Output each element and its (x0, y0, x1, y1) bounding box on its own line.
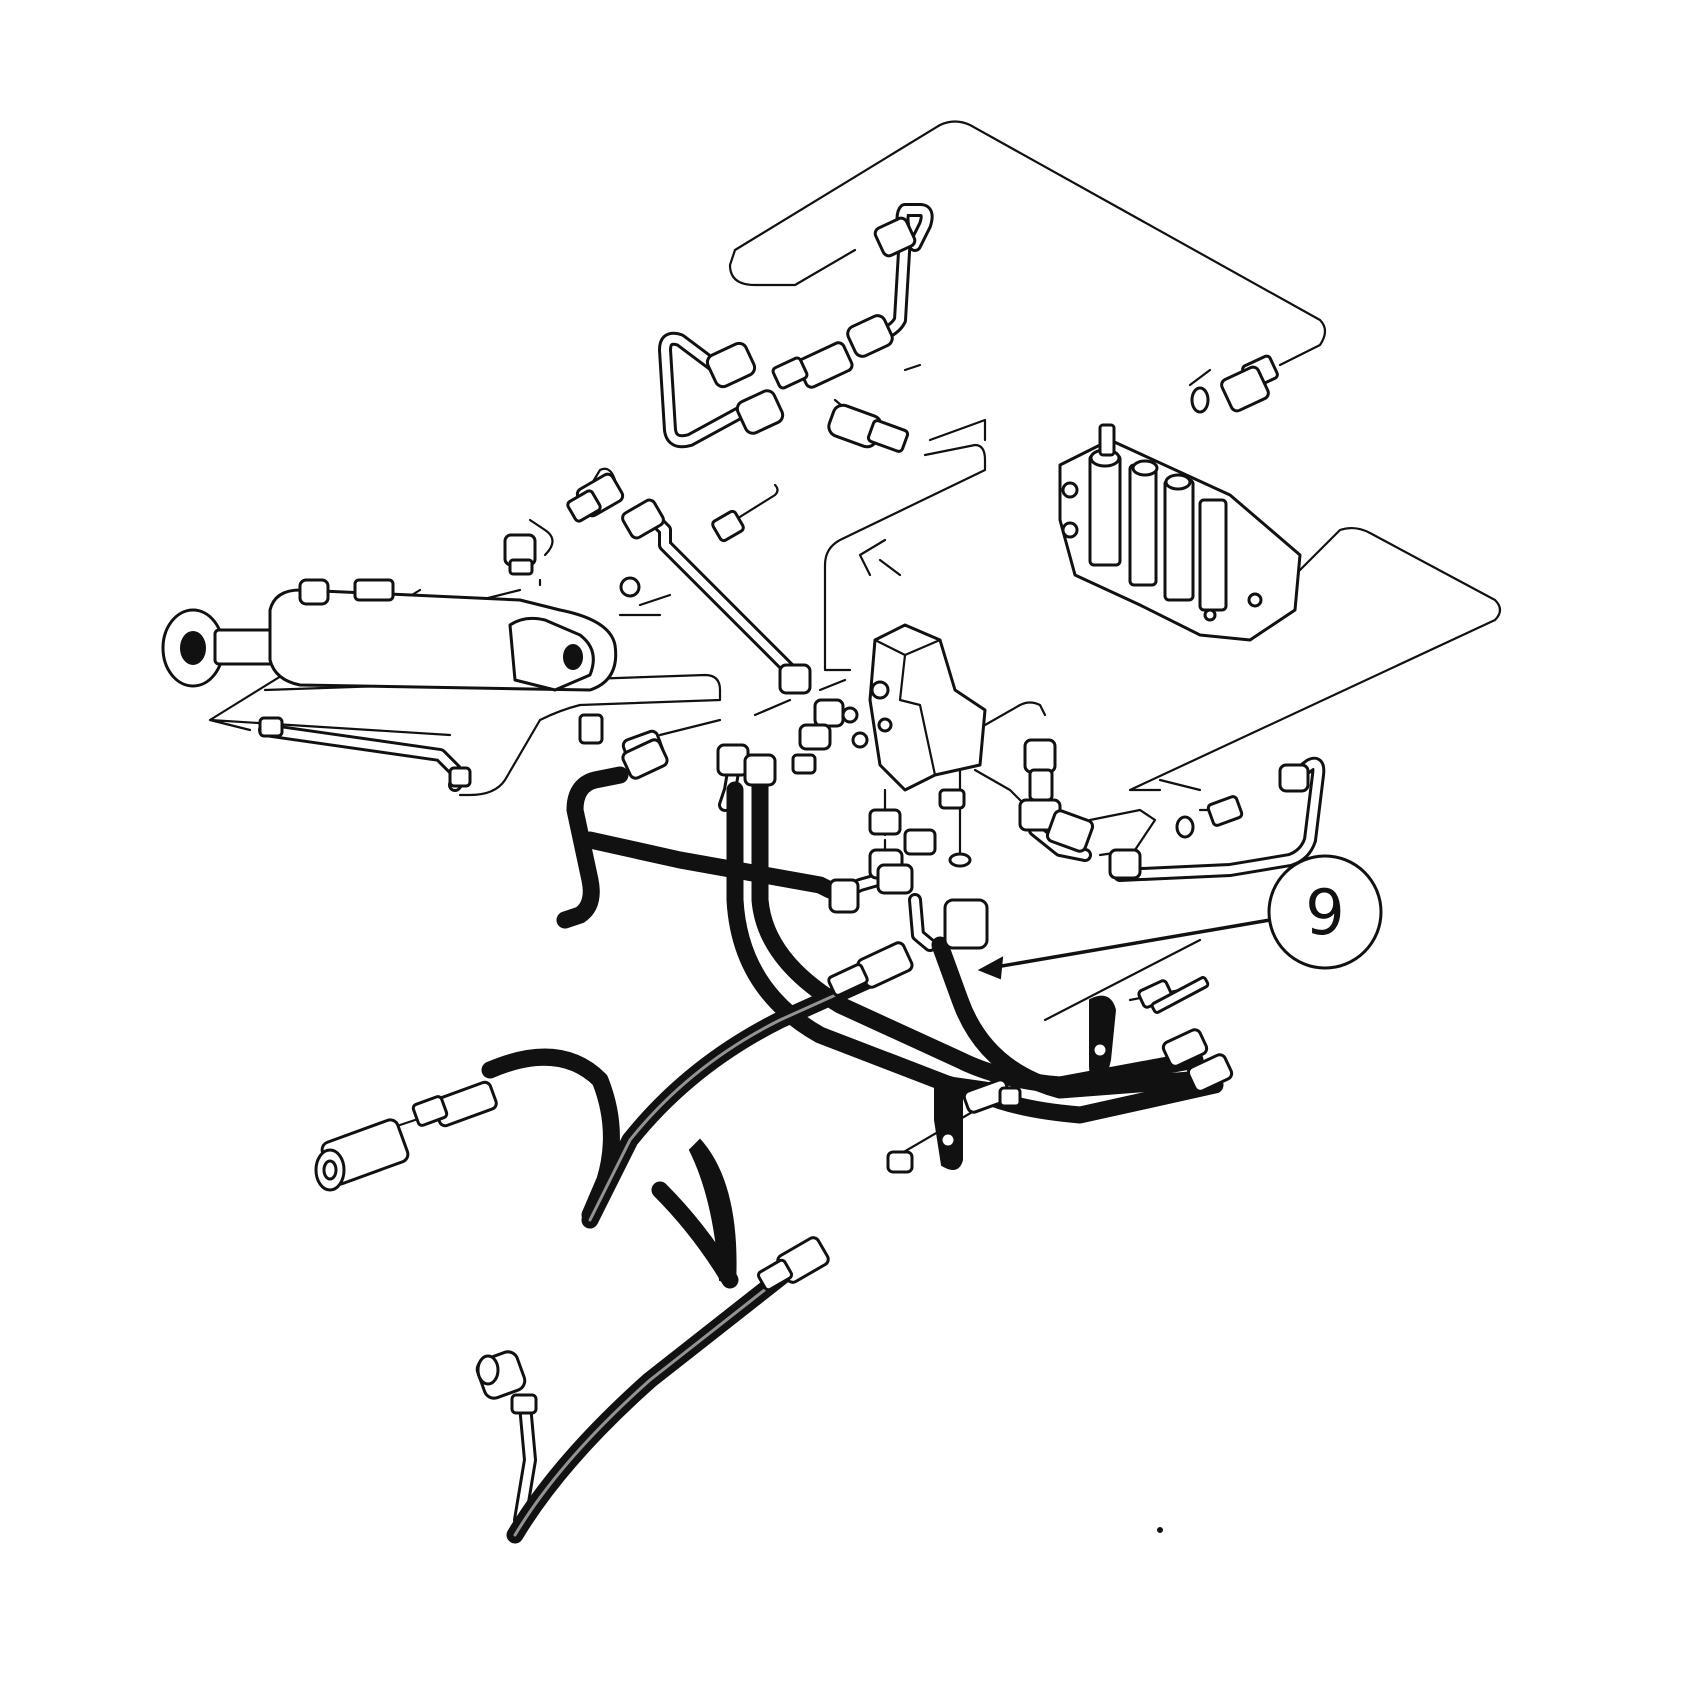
fittings (161, 216, 1310, 1533)
callout-arrowhead (977, 956, 1004, 980)
callout-circle (1267, 854, 1383, 970)
callout-number: 9 (1305, 876, 1344, 949)
callout-leader-line (988, 918, 1272, 970)
callout-9: 9 (977, 854, 1383, 980)
rigid-pipes (258, 203, 1326, 1527)
